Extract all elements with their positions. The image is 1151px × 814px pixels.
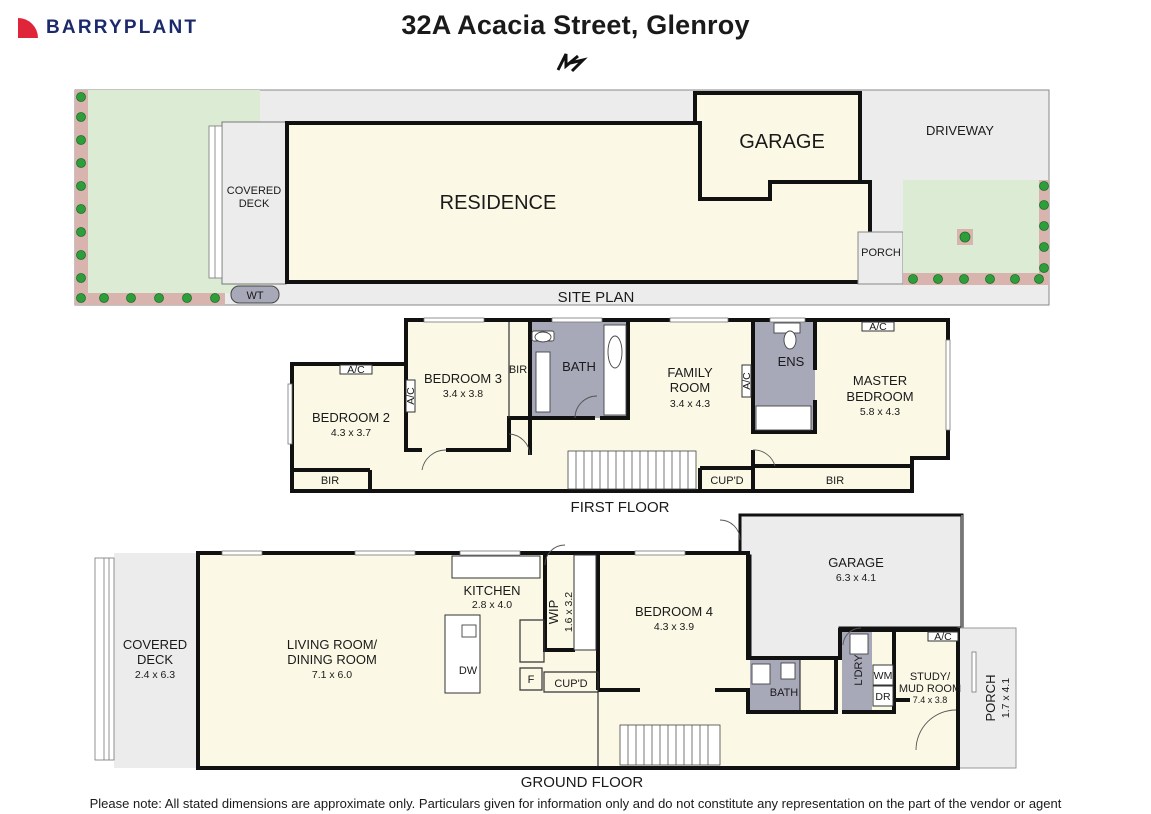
bedroom2-label: BEDROOM 2	[312, 410, 390, 425]
cupd-label-ground: CUP'D	[554, 678, 587, 690]
bedroom4-dim: 4.3 x 3.9	[654, 621, 694, 633]
residence-label: RESIDENCE	[440, 192, 557, 214]
north-arrow-icon	[556, 53, 588, 73]
family-room-dim: 3.4 x 4.3	[670, 398, 710, 410]
covered-deck-dim: 2.4 x 6.3	[135, 669, 175, 681]
bedroom2-dim: 4.3 x 3.7	[331, 427, 371, 439]
ground-floor-heading: GROUND FLOOR	[521, 774, 644, 791]
master-bedroom-label-2: BEDROOM	[846, 389, 913, 404]
fridge-label: F	[528, 674, 535, 686]
bir-label-bedroom2: BIR	[321, 475, 339, 487]
family-room-label-2: ROOM	[670, 380, 710, 395]
ac-label-study: A/C	[934, 631, 952, 643]
brand-logo: BARRYPLANT	[16, 15, 198, 41]
first-floor: A/C A/C A/C A/C BEDROOM 2 4.3 x 3.7 BEDR…	[287, 317, 951, 516]
family-room-label: FAMILY	[667, 365, 713, 380]
kitchen-dim: 2.8 x 4.0	[472, 599, 512, 611]
page-title: 32A Acacia Street, Glenroy	[401, 10, 750, 40]
ground-floor: COVERED DECK 2.4 x 6.3 GARAGE 6.3 x 4.1 …	[94, 513, 1017, 791]
living-room-label-2: DINING ROOM	[287, 652, 377, 667]
bir-label-bedroom3: BIR	[509, 364, 527, 376]
disclaimer: Please note: All stated dimensions are a…	[89, 796, 1062, 811]
first-floor-heading: FIRST FLOOR	[571, 499, 670, 516]
living-room-dim: 7.1 x 6.0	[312, 669, 352, 681]
bir-label-master: BIR	[826, 475, 844, 487]
cupd-label-first: CUP'D	[710, 475, 743, 487]
garage-dim: 6.3 x 4.1	[836, 572, 876, 584]
site-plan: COVERED DECK WT RESIDENCE GARAGE PORCH D…	[74, 89, 1050, 306]
ac-label-master: A/C	[869, 321, 887, 333]
garage-label: GARAGE	[828, 555, 884, 570]
bedroom3-dim: 3.4 x 3.8	[443, 388, 483, 400]
site-porch-label: PORCH	[861, 247, 901, 259]
brand-mark-icon	[18, 18, 38, 38]
porch-label: PORCH	[983, 675, 998, 722]
master-bedroom-label: MASTER	[853, 373, 907, 388]
bath-label-first: BATH	[562, 359, 596, 374]
site-garage-label: GARAGE	[739, 131, 825, 153]
covered-deck-label-2: DECK	[137, 652, 173, 667]
bedroom3-label: BEDROOM 3	[424, 371, 502, 386]
bedroom4-label: BEDROOM 4	[635, 604, 713, 619]
brand-name: BARRYPLANT	[46, 17, 199, 38]
dryer-label: DR	[875, 691, 891, 703]
ac-label-bedroom2: A/C	[347, 364, 365, 376]
porch-dim: 1.7 x 4.1	[1000, 678, 1012, 718]
site-covered-deck-label: COVERED	[227, 185, 281, 197]
bath-label-ground: BATH	[770, 687, 799, 699]
washing-machine-label: WM	[874, 670, 893, 682]
kitchen-label: KITCHEN	[463, 583, 520, 598]
study-dim: 7.4 x 3.8	[913, 695, 948, 705]
master-bedroom-dim: 5.8 x 4.3	[860, 406, 900, 418]
study-label: STUDY/	[910, 671, 951, 683]
ac-label-family: A/C	[741, 372, 753, 390]
water-tank-label: WT	[246, 290, 263, 302]
covered-deck-label: COVERED	[123, 637, 187, 652]
wip-dim: 1.6 x 3.2	[563, 592, 575, 632]
ac-label-bedroom3: A/C	[405, 387, 417, 405]
driveway-label: DRIVEWAY	[926, 123, 994, 138]
wip-label: WIP	[546, 600, 561, 625]
study-label-2: MUD ROOM	[899, 683, 961, 695]
site-covered-deck-label-2: DECK	[239, 198, 270, 210]
dishwasher-label: DW	[459, 665, 478, 677]
laundry-label: L'DRY	[853, 654, 865, 686]
site-plan-heading: SITE PLAN	[558, 289, 635, 306]
living-room-label: LIVING ROOM/	[287, 637, 378, 652]
ens-label: ENS	[778, 354, 805, 369]
